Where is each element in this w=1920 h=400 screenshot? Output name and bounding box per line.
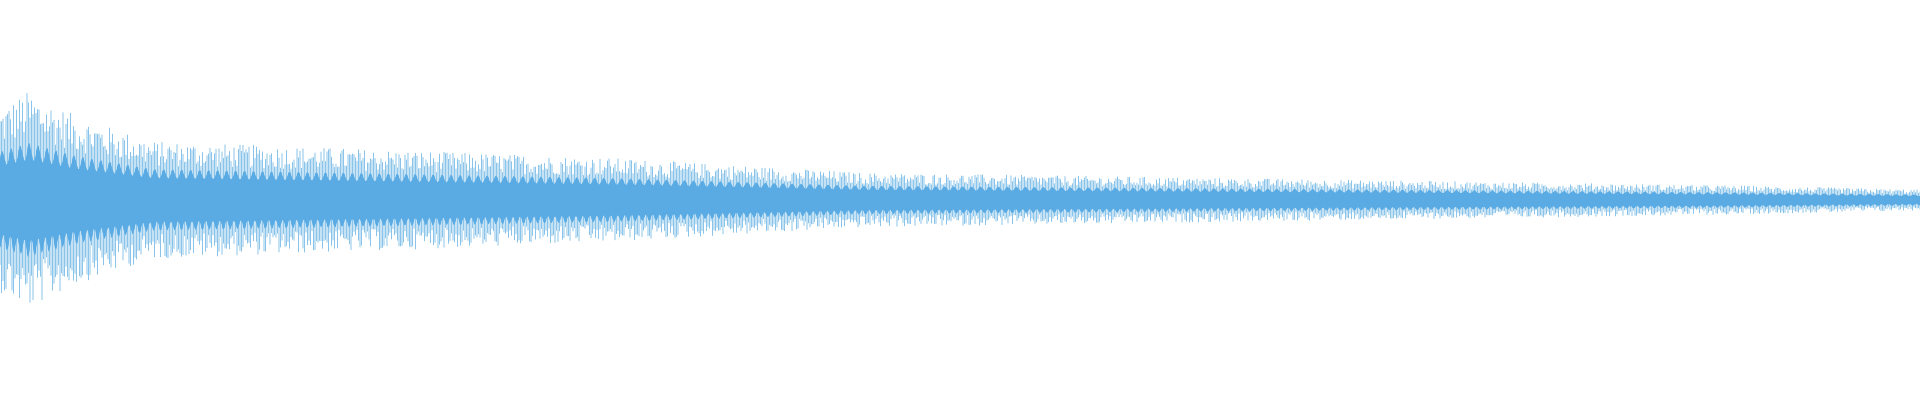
- waveform-bars: [0, 93, 1920, 303]
